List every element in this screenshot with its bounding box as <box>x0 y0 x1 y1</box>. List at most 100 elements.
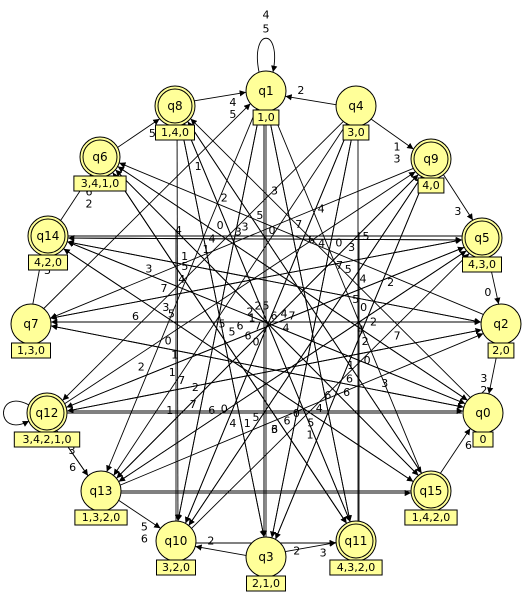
transition-arrow <box>62 121 344 401</box>
state-tag-box <box>342 124 370 141</box>
transition-q11-q8: 3 <box>184 123 351 522</box>
transition-label: 7 <box>190 398 197 411</box>
state-q2[interactable]: q2 2,0 <box>480 303 522 359</box>
transition-q8-q1: 45 <box>194 90 247 121</box>
state-tag-box <box>13 431 81 448</box>
transition-q12-q9: 4 <box>64 171 416 405</box>
state-tag-box <box>404 509 458 526</box>
transition-q2-q6: 2 <box>119 162 484 315</box>
state-tag: 3,0 <box>347 126 365 139</box>
transition-q9-q3: 1 <box>275 178 426 540</box>
transition-q8-q15: 6 <box>187 121 422 474</box>
transition-q10-q1: 3 <box>177 110 262 522</box>
transition-label: 3 <box>145 262 152 275</box>
transition-q10-q9: 4 <box>188 176 422 526</box>
transition-q3-q11: 3 <box>285 540 337 559</box>
transition-arrow <box>285 540 337 552</box>
transition-label: 3 <box>454 205 461 218</box>
transition-q11-q4: 5 <box>354 126 370 521</box>
transition-arrow <box>64 171 416 405</box>
transition-label: 4 <box>229 96 236 109</box>
state-tag-box <box>462 256 502 273</box>
transition-q12-q5: 5 <box>66 246 465 408</box>
transition-q6-q0: 2 <box>117 166 468 401</box>
transition-label: 0 <box>269 224 276 237</box>
transition-label: 5 <box>219 318 226 331</box>
transition-label: 4 <box>318 237 325 250</box>
transition-label: 3 <box>480 372 487 385</box>
transition-q8-q10: 1 <box>166 125 182 521</box>
transition-label: 4 <box>175 224 182 237</box>
state-tag: 2,0 <box>492 344 510 357</box>
transition-label: 2 <box>192 381 199 394</box>
state-q9[interactable]: q94,0 <box>410 138 452 194</box>
transition-arrow <box>188 176 422 526</box>
transition-label: 4 <box>283 322 290 335</box>
transition-label: 1 <box>181 250 188 263</box>
accepting-ring <box>82 139 118 175</box>
transition-q6-q8: 5 <box>117 118 160 148</box>
transition-label: 3 <box>394 153 401 166</box>
transition-arrow <box>50 168 414 319</box>
transition-label: 1 <box>244 417 251 430</box>
transition-q1-q1: 45 <box>257 9 278 73</box>
transition-q12-q12 <box>3 400 30 427</box>
state-tag: 1,3,2,0 <box>82 511 120 524</box>
accepting-ring <box>157 88 193 124</box>
state-tag: 0 <box>480 433 487 446</box>
state-name: q14 <box>37 229 60 243</box>
transition-label: 2 <box>480 384 487 397</box>
transition-label: 5 <box>253 411 260 424</box>
state-name: q2 <box>493 317 508 331</box>
state-q6[interactable]: q63,4,1,0 <box>73 136 127 192</box>
state-tag: 4,3,2,0 <box>337 561 375 574</box>
state-tag-box <box>329 559 383 576</box>
transition-arrow <box>67 241 482 325</box>
transition-label: 0 <box>360 301 367 314</box>
transition-label: 5 <box>345 263 352 276</box>
transition-label: 1 <box>307 429 314 442</box>
state-q1[interactable]: q11,0 <box>245 70 287 126</box>
accepting-ring <box>413 141 449 177</box>
state-tag: 2,1,0 <box>252 577 280 590</box>
transition-label: 0 <box>253 336 260 349</box>
state-tag: 3,2,0 <box>162 561 190 574</box>
transition-label: 1 <box>171 349 178 362</box>
transition-label: 6 <box>271 423 278 436</box>
state-q5[interactable]: q54,3,0 <box>461 217 503 273</box>
transition-label: 5 <box>168 308 175 321</box>
accepting-ring <box>464 220 500 256</box>
state-q7[interactable]: q71,3,0 <box>10 303 52 359</box>
transition-label: 2 <box>255 300 262 313</box>
transition-label: 6 <box>245 330 252 343</box>
transition-label: 0 <box>484 286 491 299</box>
transition-label: 2 <box>297 84 304 97</box>
state-tag-box <box>487 342 515 359</box>
transition-arrow <box>179 125 265 538</box>
transition-label: 4 <box>318 202 325 215</box>
state-q3[interactable]: q32,1,0 <box>245 536 287 592</box>
transition-arrow <box>117 166 468 401</box>
state-tag-box <box>155 124 195 141</box>
transition-arrow <box>370 118 414 150</box>
transition-arrow <box>174 125 182 521</box>
transition-arrow <box>106 108 257 472</box>
transition-q3-q8: 4 <box>179 125 265 538</box>
state-q4[interactable]: q43,0 <box>335 85 377 141</box>
transition-label: 3 <box>241 220 248 233</box>
transition-label: 3 <box>320 546 327 559</box>
transition-q5-q14: 4 <box>67 224 462 242</box>
transition-arrow <box>112 172 347 524</box>
transition-q13-q10: 56 <box>118 500 161 546</box>
state-q0[interactable]: q00 <box>462 392 504 448</box>
transition-arrow <box>117 118 160 148</box>
state-q8[interactable]: q81,4,0 <box>154 85 196 141</box>
state-tag-box <box>11 342 51 359</box>
transition-label: 4 <box>263 9 270 22</box>
